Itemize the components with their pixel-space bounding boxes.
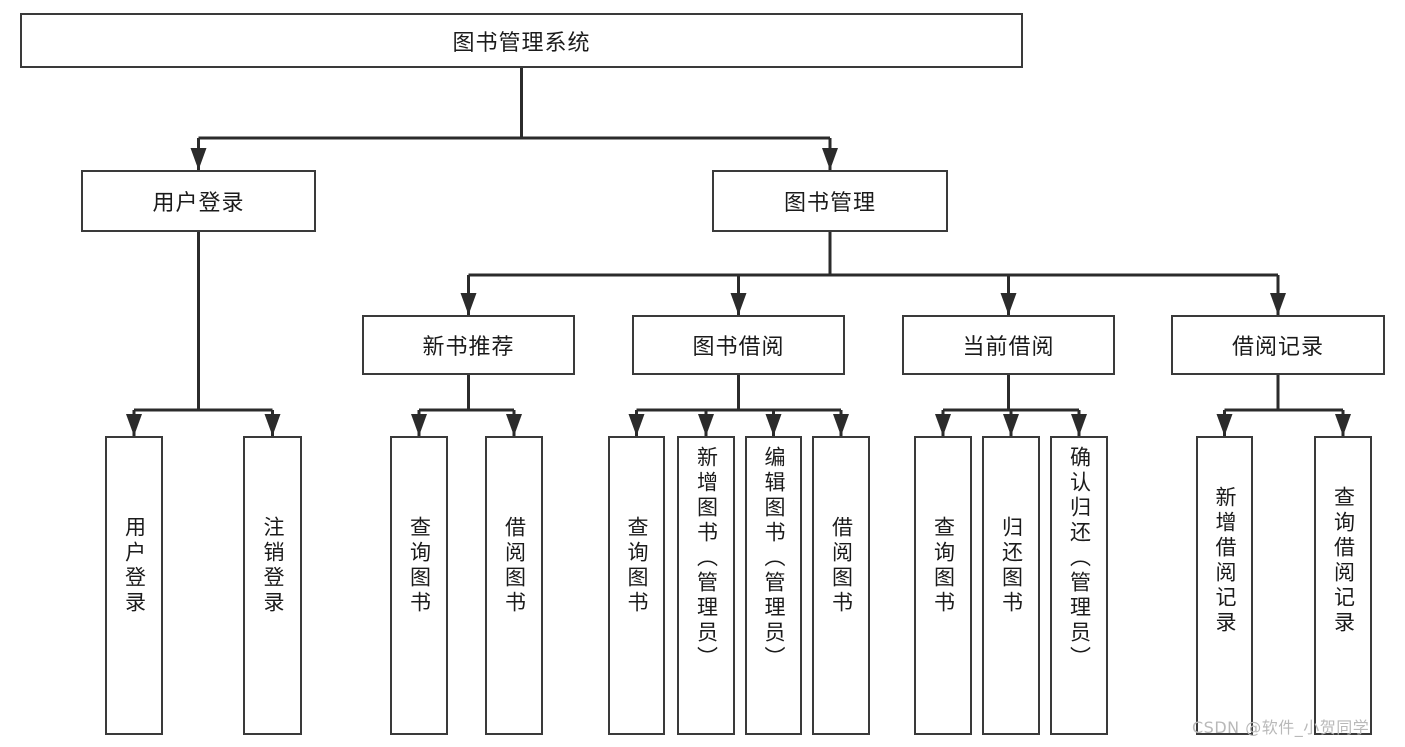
arrowhead-icon bbox=[730, 293, 747, 315]
arrowhead-icon bbox=[126, 414, 142, 436]
node-leaf-query-book-2[interactable]: 查询图书 bbox=[608, 436, 665, 735]
node-label: 借阅图书 bbox=[502, 516, 527, 616]
node-label: 图书借阅 bbox=[692, 335, 785, 360]
node-leaf-add-book[interactable]: 新增图书（管理员） bbox=[677, 436, 735, 735]
node-label: 查询借阅记录 bbox=[1331, 486, 1356, 636]
node-label: 借阅图书 bbox=[829, 516, 854, 616]
arrowhead-icon bbox=[1216, 414, 1233, 436]
arrowhead-icon bbox=[935, 414, 951, 436]
node-leaf-edit-book[interactable]: 编辑图书（管理员） bbox=[745, 436, 802, 735]
arrowhead-icon bbox=[1003, 414, 1019, 436]
arrowhead-icon bbox=[411, 414, 427, 436]
arrowhead-icon bbox=[460, 293, 477, 315]
node-leaf-return-book[interactable]: 归还图书 bbox=[982, 436, 1040, 735]
node-leaf-add-record[interactable]: 新增借阅记录 bbox=[1196, 436, 1253, 735]
node-leaf-borrow-book-1[interactable]: 借阅图书 bbox=[485, 436, 543, 735]
node-label: 编辑图书（管理员） bbox=[762, 446, 786, 671]
node-label: 新书推荐 bbox=[422, 335, 515, 360]
node-leaf-user-logout[interactable]: 注销登录 bbox=[243, 436, 302, 735]
arrowhead-icon bbox=[506, 414, 522, 436]
node-label: 用户登录 bbox=[122, 516, 147, 616]
node-leaf-borrow-book-2[interactable]: 借阅图书 bbox=[812, 436, 870, 735]
node-label: 查询图书 bbox=[625, 516, 649, 616]
node-label: 确认归还（管理员） bbox=[1067, 446, 1092, 671]
node-label: 图书管理系统 bbox=[452, 30, 591, 56]
node-leaf-confirm-return[interactable]: 确认归还（管理员） bbox=[1050, 436, 1108, 735]
node-book-borrow[interactable]: 图书借阅 bbox=[632, 315, 845, 375]
node-label: 查询图书 bbox=[407, 516, 432, 616]
arrowhead-icon bbox=[264, 414, 281, 436]
node-label: 借阅记录 bbox=[1231, 335, 1324, 360]
node-label: 用户登录 bbox=[152, 191, 245, 216]
arrowhead-icon bbox=[190, 148, 207, 170]
node-leaf-query-book-3[interactable]: 查询图书 bbox=[914, 436, 972, 735]
node-label: 归还图书 bbox=[999, 516, 1024, 616]
arrowhead-icon bbox=[698, 414, 714, 436]
arrowhead-icon bbox=[628, 414, 645, 436]
node-label: 注销登录 bbox=[261, 516, 285, 616]
node-label: 新增借阅记录 bbox=[1213, 486, 1237, 636]
arrowhead-icon bbox=[822, 148, 838, 170]
node-new-book-rec[interactable]: 新书推荐 bbox=[362, 315, 575, 375]
node-leaf-query-book-1[interactable]: 查询图书 bbox=[390, 436, 448, 735]
node-label: 新增图书（管理员） bbox=[694, 446, 719, 671]
node-book-manage[interactable]: 图书管理 bbox=[712, 170, 948, 232]
node-borrow-record[interactable]: 借阅记录 bbox=[1171, 315, 1385, 375]
arrowhead-icon bbox=[833, 414, 849, 436]
arrowhead-icon bbox=[1270, 293, 1286, 315]
node-leaf-user-login[interactable]: 用户登录 bbox=[105, 436, 163, 735]
arrowhead-icon bbox=[1335, 414, 1351, 436]
watermark-text: CSDN @软件_小贺同学 bbox=[1192, 718, 1370, 737]
node-label: 查询图书 bbox=[931, 516, 956, 616]
arrowhead-icon bbox=[1000, 293, 1017, 315]
arrowhead-icon bbox=[1071, 414, 1087, 436]
node-label: 当前借阅 bbox=[962, 335, 1055, 360]
node-label: 图书管理 bbox=[783, 191, 876, 216]
node-current-borrow[interactable]: 当前借阅 bbox=[902, 315, 1115, 375]
node-leaf-query-record[interactable]: 查询借阅记录 bbox=[1314, 436, 1372, 735]
node-root[interactable]: 图书管理系统 bbox=[20, 13, 1023, 68]
arrowhead-icon bbox=[765, 414, 782, 436]
node-user-login[interactable]: 用户登录 bbox=[81, 170, 316, 232]
